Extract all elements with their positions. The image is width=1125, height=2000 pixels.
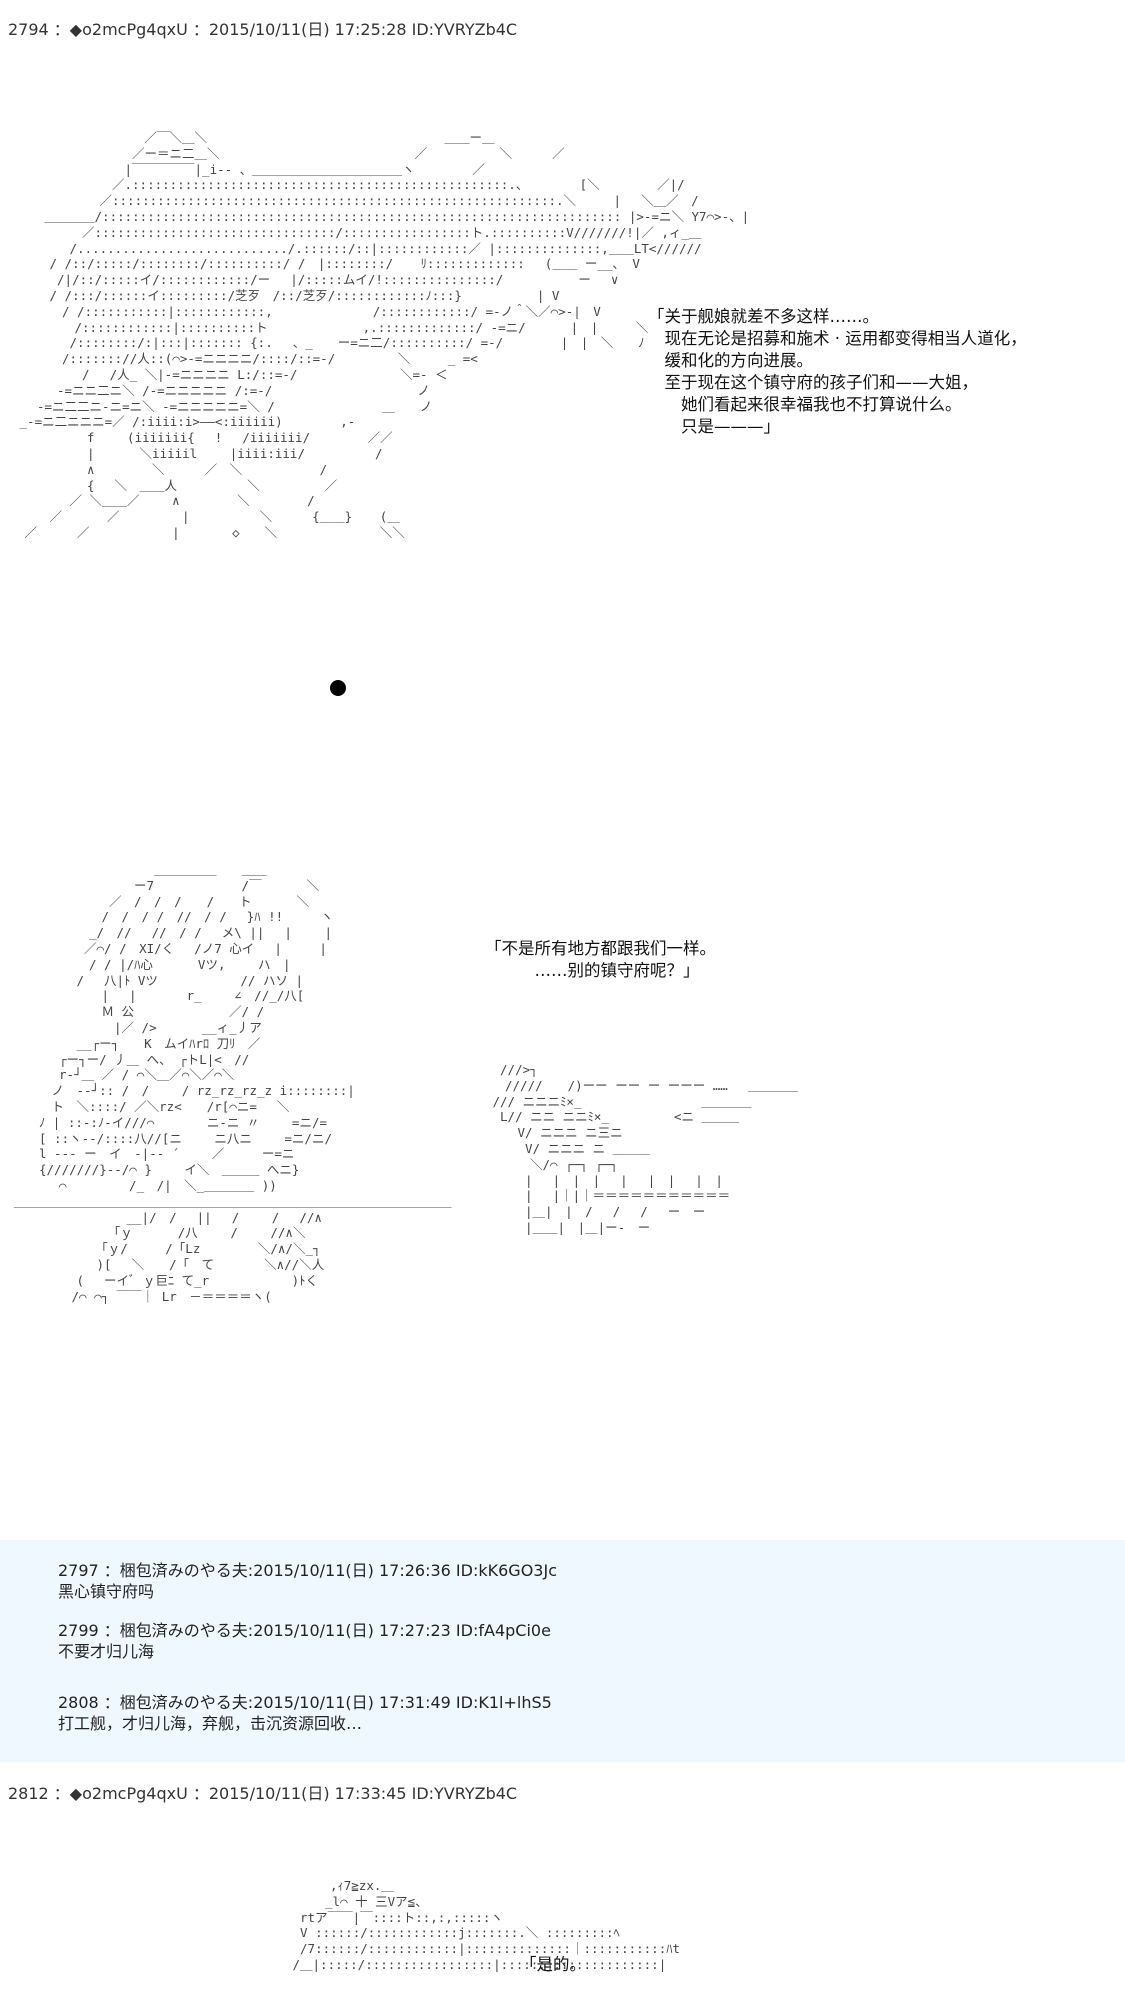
dialog-line: 「不是所有地方都跟我们一样。 xyxy=(485,939,716,958)
comment-header: 2799 ：梱包済みのやる夫:2015/10/11(日) 17:27:23 ID… xyxy=(58,1621,551,1640)
ascii-art-figure: ＿＿＿＿＿ ＿＿ ー7 /￣ ＼ ／ / / / / ト ＼ / / / / /… xyxy=(14,862,452,1304)
comment-header: 2797 ：梱包済みのやる夫:2015/10/11(日) 17:26:36 ID… xyxy=(58,1561,557,1580)
dialog-block: 「关于舰娘就差不多这样……。 现在无论是招募和施术 · 运用都变得相当人道化， … xyxy=(648,306,1027,438)
ascii-art-figure: ///>┐ ///// /)ーー ーー ー ーーー …… ＿＿＿＿ /// ニニ… xyxy=(492,1062,798,1235)
dialog-line: ……别的镇守府呢？」 xyxy=(485,961,700,980)
comment-item: 2808 ：梱包済みのやる夫:2015/10/11(日) 17:31:49 ID… xyxy=(58,1692,552,1734)
dialog-line: 现在无论是招募和施术 · 运用都变得相当人道化， xyxy=(648,329,1027,348)
bullet-dot-icon xyxy=(330,680,346,696)
dialog-block: 「不是所有地方都跟我们一样。 ……别的镇守府呢？」 xyxy=(485,938,716,982)
dialog-line: 她们看起来很幸福我也不打算说什么。 xyxy=(648,395,962,414)
comment-header: 2808 ：梱包済みのやる夫:2015/10/11(日) 17:31:49 ID… xyxy=(58,1693,552,1712)
dialog-line: 「是的。 xyxy=(520,1955,586,1974)
post-header: 2794 ：◆o2mcPg4qxU ：2015/10/11(日) 17:25:2… xyxy=(8,20,518,39)
comment-body: 黑心镇守府吗 xyxy=(58,1582,155,1601)
post-header: 2812 ：◆o2mcPg4qxU ：2015/10/11(日) 17:33:4… xyxy=(8,1784,518,1803)
dialog-line: 只是———」 xyxy=(648,417,780,436)
dialog-line: 「关于舰娘就差不多这样……。 xyxy=(648,307,879,326)
comment-body: 不要才归儿海 xyxy=(58,1642,155,1661)
ascii-art-figure: ,ｨ7≧zx.＿ _l⌒ 十 三Vア≦、 rtア￣￣|￣::::ト::,:,::… xyxy=(292,1878,681,1972)
ascii-art-figure: ／￣＼＿＼ ＿＿ー＿ ／ー＝ニ二＿＼ ／ ＼ ／ |￣￣￣￣￣|_i-- 、＿＿… xyxy=(19,130,750,540)
comment-item: 2799 ：梱包済みのやる夫:2015/10/11(日) 17:27:23 ID… xyxy=(58,1620,551,1662)
comment-item: 2797 ：梱包済みのやる夫:2015/10/11(日) 17:26:36 ID… xyxy=(58,1560,557,1602)
comment-body: 打工舰，才归儿海，弃舰，击沉资源回收… xyxy=(58,1714,363,1733)
comments-section: 2797 ：梱包済みのやる夫:2015/10/11(日) 17:26:36 ID… xyxy=(0,1540,1125,1762)
dialog-line: 至于现在这个镇守府的孩子们和——大姐， xyxy=(648,373,979,392)
dialog-line: 缓和化的方向进展。 xyxy=(648,351,814,370)
dialog-block: 「是的。 xyxy=(520,1954,586,1976)
